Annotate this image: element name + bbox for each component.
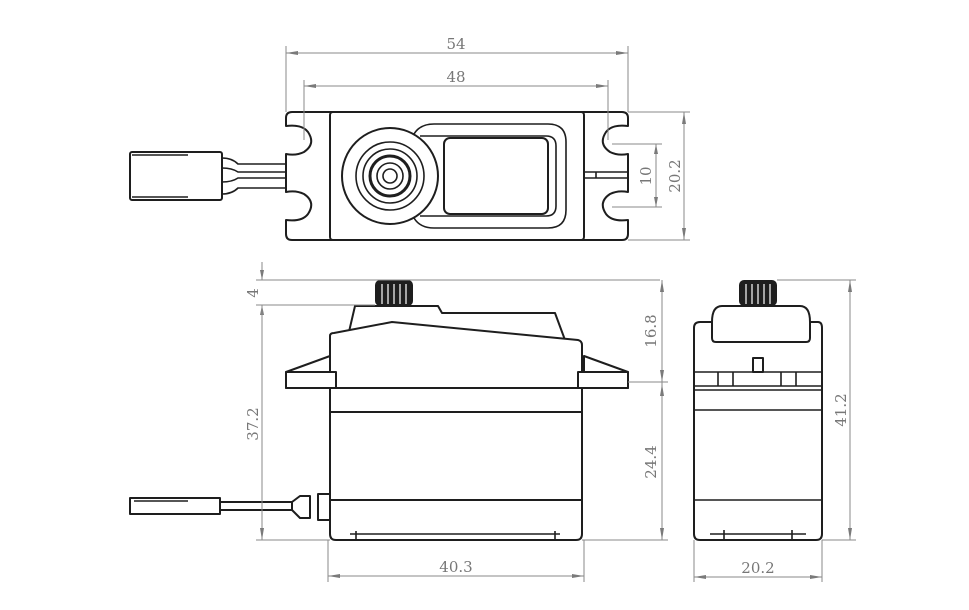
label-24-4: 24.4 xyxy=(642,445,660,478)
label-54: 54 xyxy=(446,35,465,53)
bottom-case xyxy=(329,499,583,541)
dim-overall-length: 54 xyxy=(285,35,629,112)
wire-mid-1 xyxy=(221,167,330,173)
dim-body-height: 37.2 xyxy=(244,305,330,541)
connector-plug xyxy=(129,151,223,201)
front-view: 4 37.2 16.8 24.4 40.3 xyxy=(129,262,668,582)
label-20-2-top: 20.2 xyxy=(666,159,684,192)
dim-slot-spacing: 10 xyxy=(612,143,662,208)
dim-side-width: 20.2 xyxy=(693,540,823,582)
side-top-cap xyxy=(711,305,811,343)
wire-mid-2 xyxy=(221,177,330,183)
label-20-2-side: 20.2 xyxy=(741,559,774,577)
dim-spline-height: 4 xyxy=(244,262,660,316)
wire-bottom xyxy=(221,187,286,195)
label-10: 10 xyxy=(637,166,655,185)
label-window xyxy=(443,137,549,215)
strain-relief xyxy=(291,495,311,519)
label-40-3: 40.3 xyxy=(439,558,472,576)
dim-lower-height: 24.4 xyxy=(582,382,668,541)
lower-case xyxy=(329,411,583,501)
label-48: 48 xyxy=(446,68,465,86)
side-case xyxy=(693,321,823,541)
dim-upper-height: 16.8 xyxy=(628,280,668,383)
side-view: 41.2 20.2 xyxy=(693,279,856,582)
dim-mount-spacing: 48 xyxy=(303,68,609,140)
wire-top xyxy=(221,157,286,165)
dim-body-length: 40.3 xyxy=(327,540,585,582)
output-shaft-icon xyxy=(382,168,398,184)
top-view: 54 48 10 20.2 xyxy=(129,35,690,241)
dim-total-height: 41.2 xyxy=(777,279,856,541)
wire-side xyxy=(219,501,293,511)
middle-case xyxy=(329,387,583,413)
side-tab xyxy=(752,357,764,373)
label-4: 4 xyxy=(244,288,262,298)
label-37-2: 37.2 xyxy=(244,407,262,440)
dim-top-width: 20.2 xyxy=(628,111,690,241)
upper-case xyxy=(329,321,583,389)
label-16-8: 16.8 xyxy=(642,314,660,347)
label-41-2: 41.2 xyxy=(832,393,850,426)
